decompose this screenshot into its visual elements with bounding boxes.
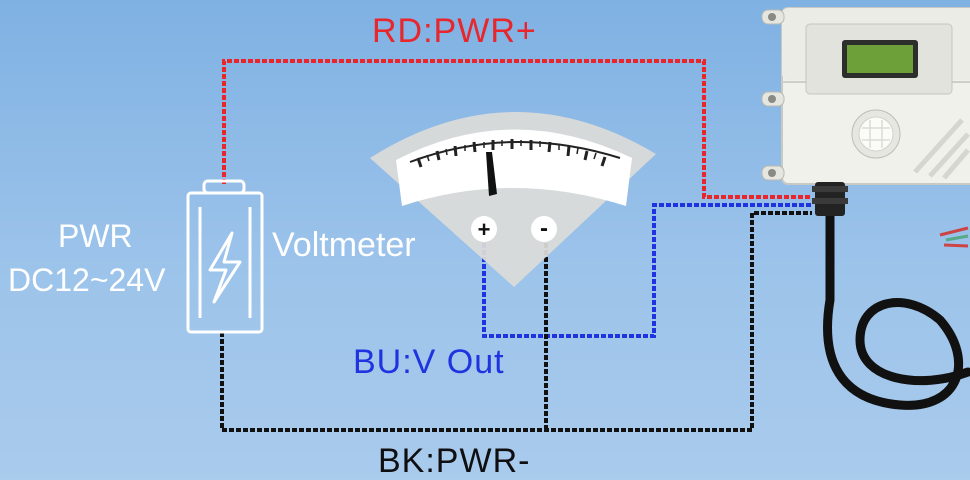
meter-minus-terminal: -	[540, 215, 548, 242]
lightning-icon	[208, 231, 242, 304]
red-wire	[222, 59, 812, 199]
power-voltage-label: DC12~24V	[8, 262, 166, 298]
sensor-cable	[823, 205, 970, 410]
battery-icon	[186, 179, 264, 334]
voltmeter-label: Voltmeter	[272, 226, 416, 264]
black-wire-label: BK:PWR-	[378, 442, 531, 480]
black-wire	[220, 211, 812, 432]
power-label: PWR	[58, 218, 133, 254]
meter-plus-terminal: +	[478, 217, 491, 242]
analog-voltmeter-icon	[370, 111, 656, 288]
blue-wire	[482, 203, 812, 338]
blue-wire-label: BU:V Out	[353, 343, 505, 381]
red-wire-label: RD:PWR+	[372, 12, 537, 50]
sensor-device	[761, 7, 970, 216]
